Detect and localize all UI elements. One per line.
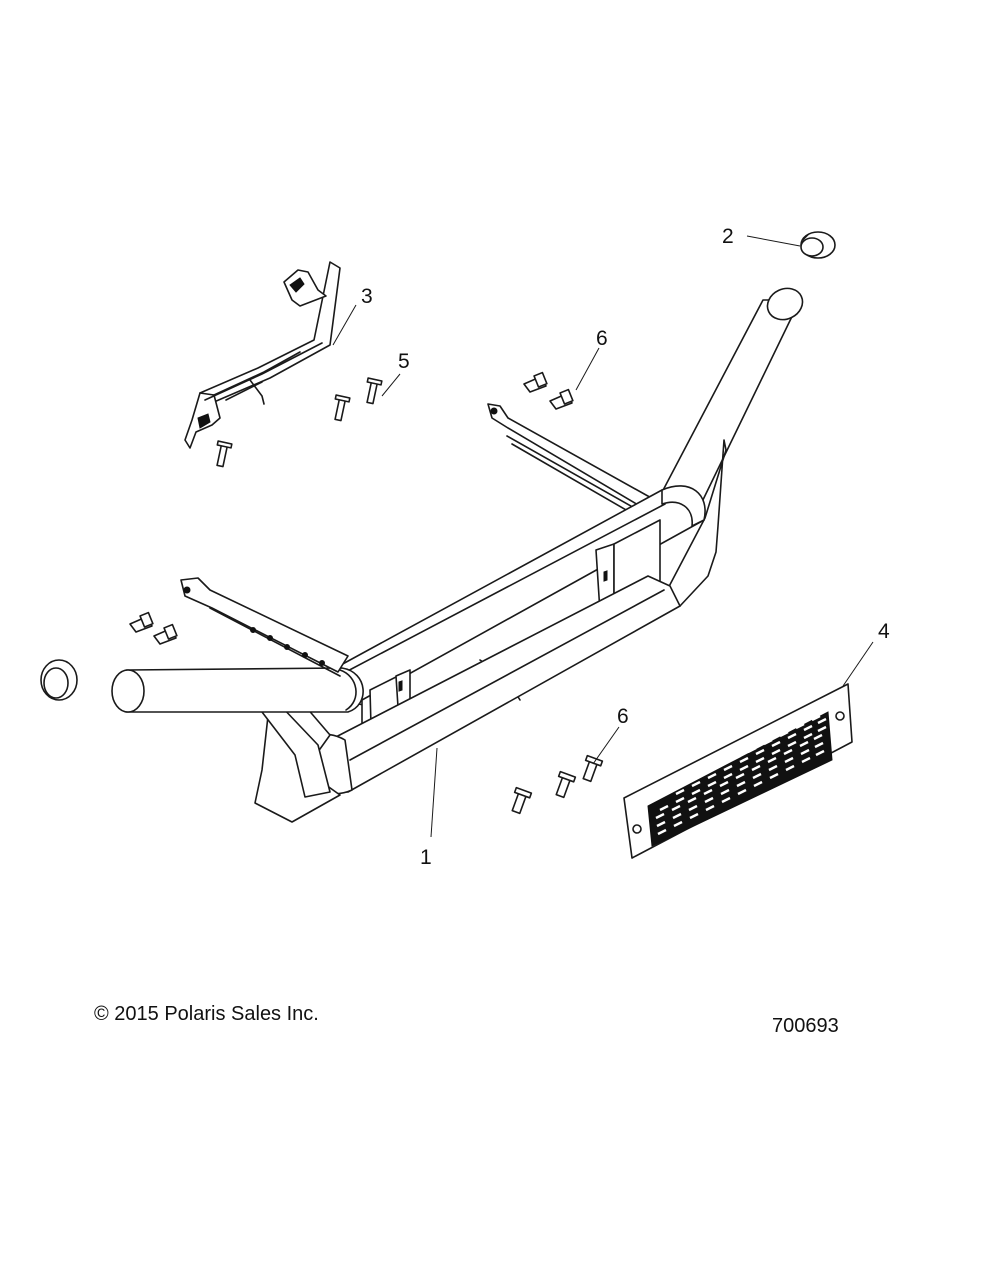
callout-6a: 6 [596,327,608,350]
copyright-text: © 2015 Polaris Sales Inc. [94,1003,319,1025]
leader-3 [332,304,357,346]
leader-4 [842,641,874,687]
callout-1: 1 [420,846,432,869]
part-5-bolts [216,377,383,468]
part-6-screws-upper [523,371,574,410]
leader-5 [381,373,401,397]
leader-2 [746,235,801,247]
part-1-bumper-frame [111,287,804,823]
part-3-bracket-cover [184,261,341,449]
callout-4: 4 [878,620,890,643]
part-6-screws-lower [511,754,604,815]
leader-1 [430,747,438,838]
callout-2: 2 [722,225,734,248]
drawing-number: 700693 [772,1015,839,1037]
callout-6b: 6 [617,705,629,728]
leader-6b [592,726,620,765]
part-4-grille [623,683,853,859]
callout-5: 5 [398,350,410,373]
callout-3: 3 [361,285,373,308]
left-plug [40,659,78,701]
left-flange-screws [129,611,178,645]
leader-6a [575,347,600,391]
part-2-plug [800,231,836,259]
